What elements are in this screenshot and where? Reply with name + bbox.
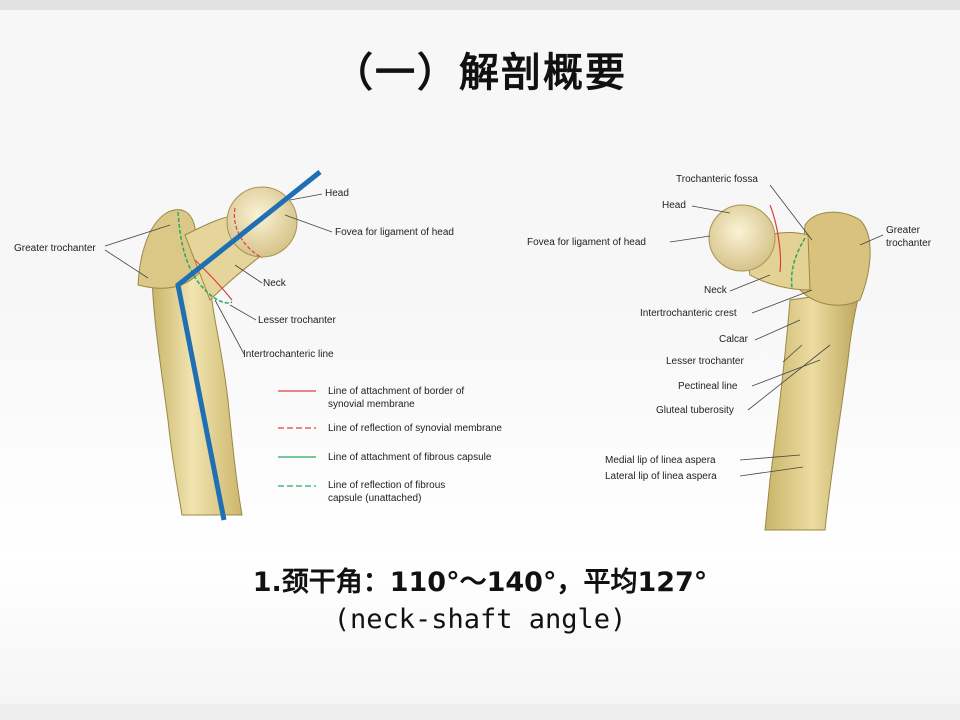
legend-item-3: Line of attachment of fibrous capsule xyxy=(328,452,492,463)
femur-anterior-figure xyxy=(104,170,333,521)
legend-item-4-line1: Line of reflection of fibrous xyxy=(328,480,446,491)
label-posterior-neck: Neck xyxy=(704,285,727,296)
neck-shaft-axis-line xyxy=(175,170,322,521)
label-posterior-lesser-trochanter: Lesser trochanter xyxy=(666,356,744,367)
label-fovea: Fovea for ligament of head xyxy=(335,227,454,238)
label-medial-lip: Medial lip of linea aspera xyxy=(605,455,716,466)
label-neck: Neck xyxy=(263,278,286,289)
label-posterior-greater-1: Greater xyxy=(886,225,920,236)
label-pectineal-line: Pectineal line xyxy=(678,381,738,392)
femur-posterior-figure xyxy=(669,184,884,531)
label-greater-trochanter: Greater trochanter xyxy=(14,243,96,254)
label-lateral-lip: Lateral lip of linea aspera xyxy=(605,471,717,482)
label-posterior-greater-2: trochanter xyxy=(886,238,932,249)
posterior-femoral-head xyxy=(708,204,776,272)
posterior-greater-trochanter xyxy=(799,211,871,306)
label-intertrochanteric-line: Intertrochanteric line xyxy=(243,349,334,360)
label-trochanteric-fossa: Trochanteric fossa xyxy=(676,174,758,185)
caption-neck-shaft-angle: 1.颈干角：110°～140°，平均127° xyxy=(252,567,708,598)
top-band xyxy=(0,0,960,10)
label-lesser-trochanter: Lesser trochanter xyxy=(258,315,336,326)
label-calcar: Calcar xyxy=(719,334,748,345)
legend-swatches xyxy=(278,390,316,487)
legend-item-1-line2: synovial membrane xyxy=(328,399,415,410)
legend-item-1-line1: Line of attachment of border of xyxy=(328,386,465,397)
label-intertrochanteric-crest: Intertrochanteric crest xyxy=(640,308,737,319)
label-posterior-fovea: Fovea for ligament of head xyxy=(527,237,646,248)
legend-item-4-line2: capsule (unattached) xyxy=(328,493,422,504)
posterior-femur-shaft xyxy=(764,289,861,531)
bottom-band xyxy=(0,704,960,720)
caption-neck-shaft-angle-en: (neck-shaft angle) xyxy=(333,604,627,635)
slide-title: （一）解剖概要 xyxy=(333,50,627,96)
label-gluteal-tuberosity: Gluteal tuberosity xyxy=(656,405,734,416)
label-head: Head xyxy=(325,188,349,199)
legend-item-2: Line of reflection of synovial membrane xyxy=(328,423,502,434)
label-posterior-head: Head xyxy=(662,200,686,211)
greater-trochanter xyxy=(137,209,201,289)
